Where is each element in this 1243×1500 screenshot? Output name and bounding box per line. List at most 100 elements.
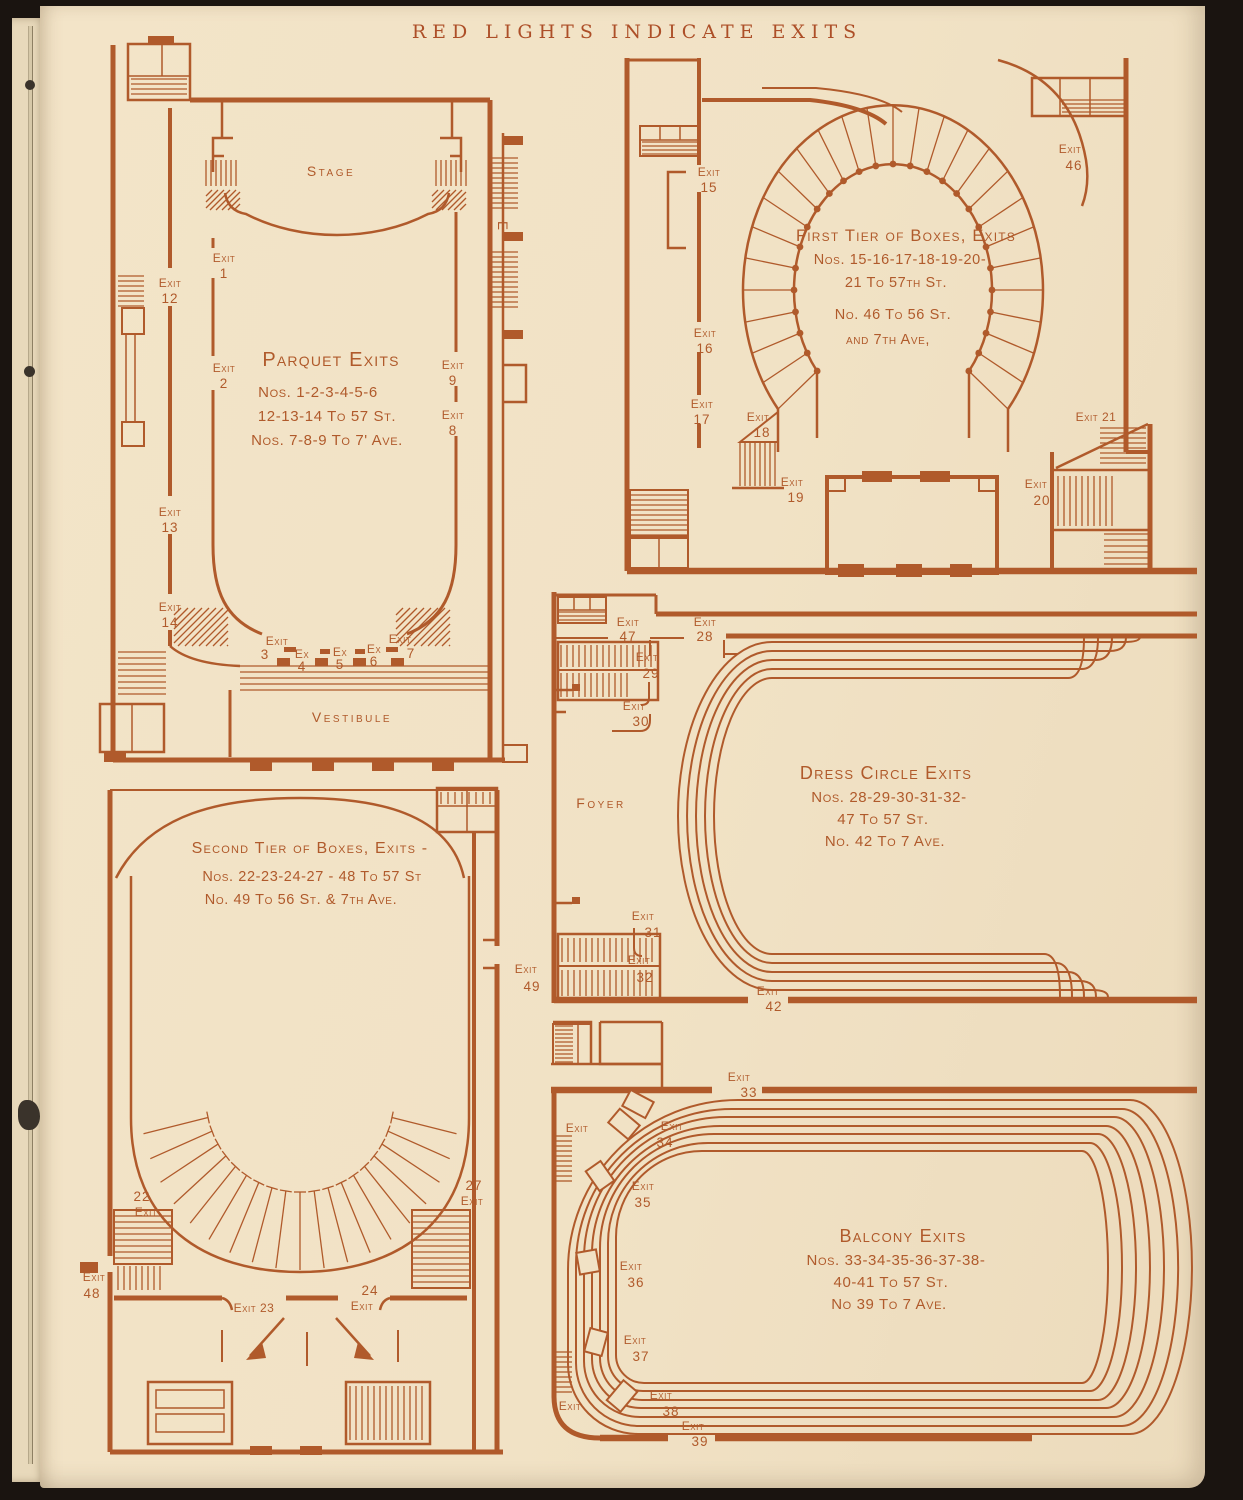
svg-text:24: 24	[361, 1283, 378, 1298]
svg-text:13: 13	[161, 520, 178, 535]
exit-4-label: Ex4	[295, 647, 310, 674]
svg-text:8: 8	[449, 423, 458, 438]
svg-text:Exit: Exit	[650, 1388, 672, 1402]
parquet-heading: Parquet Exits	[262, 349, 399, 371]
exit-36-label: Exit 36	[620, 1259, 644, 1290]
side-exit-label: Exit	[559, 1399, 581, 1413]
svg-text:33: 33	[740, 1085, 757, 1100]
svg-text:Exit: Exit	[617, 615, 639, 629]
svg-text:Exit: Exit	[159, 276, 181, 290]
svg-text:Nos. 33-34-35-36-37-38-: Nos. 33-34-35-36-37-38-	[807, 1252, 986, 1269]
svg-text:Exit 21: Exit 21	[1076, 410, 1117, 424]
exit-32-label: Exit 32	[628, 953, 653, 985]
vestibule-label: Vestibule	[312, 709, 392, 725]
svg-text:31: 31	[644, 925, 661, 940]
binding-knot	[25, 80, 35, 90]
exit-21-label: Exit 21	[1076, 410, 1117, 424]
svg-text:Ex: Ex	[295, 647, 310, 661]
svg-text:No. 42 To 7 Ave.: No. 42 To 7 Ave.	[825, 833, 945, 850]
elevator-label: E	[495, 221, 510, 231]
side-exit-label: Exit	[566, 1121, 588, 1135]
exit-23-label: Exit 23	[234, 1301, 274, 1315]
exit-49-label: Exit 49	[515, 962, 540, 994]
svg-text:18: 18	[753, 425, 770, 440]
svg-text:Exit: Exit	[636, 650, 658, 664]
balcony-heading: Balcony Exits	[840, 1226, 967, 1246]
svg-text:36: 36	[627, 1275, 644, 1290]
svg-text:Exit: Exit	[694, 326, 716, 340]
plan-first-tier-labels: First Tier of Boxes, Exits Nos. 15-16-17…	[691, 142, 1117, 508]
svg-text:6: 6	[370, 654, 379, 669]
svg-text:Exit: Exit	[628, 953, 650, 967]
svg-text:47 To 57 St.: 47 To 57 St.	[837, 811, 928, 828]
svg-text:3: 3	[261, 647, 270, 662]
svg-text:Exit: Exit	[442, 358, 464, 372]
svg-text:38: 38	[662, 1404, 679, 1419]
svg-text:46: 46	[1065, 158, 1082, 173]
svg-text:Exit: Exit	[515, 962, 537, 976]
svg-text:No 39 To 7 Ave.: No 39 To 7 Ave.	[831, 1296, 947, 1313]
svg-text:48: 48	[83, 1286, 100, 1301]
svg-text:Exit: Exit	[1025, 477, 1047, 491]
binding-thread	[29, 26, 32, 1464]
svg-text:16: 16	[696, 341, 713, 356]
svg-text:Nos. 22-23-24-27 - 48 To 57 St: Nos. 22-23-24-27 - 48 To 57 St	[202, 869, 421, 885]
svg-text:No. 46 To 56 St.: No. 46 To 56 St.	[835, 307, 951, 323]
svg-text:1: 1	[220, 266, 229, 281]
plan-balcony	[551, 1020, 1197, 1442]
plan-dress-circle-labels: Dress Circle Exits Nos. 28-29-30-31-32- …	[576, 615, 971, 1014]
svg-text:15: 15	[700, 180, 717, 195]
svg-text:Exit: Exit	[757, 984, 779, 998]
binding-knot	[18, 1100, 40, 1130]
svg-text:Ex: Ex	[333, 645, 348, 659]
svg-text:42: 42	[765, 999, 782, 1014]
svg-text:19: 19	[787, 490, 804, 505]
plan-dress-circle	[551, 592, 1197, 1004]
svg-text:Exit: Exit	[620, 1259, 642, 1273]
svg-text:20: 20	[1033, 493, 1050, 508]
svg-text:Exit: Exit	[159, 505, 181, 519]
svg-text:12: 12	[161, 291, 178, 306]
svg-text:7: 7	[407, 646, 416, 661]
binding-knot	[24, 366, 35, 377]
svg-text:Exit: Exit	[213, 361, 235, 375]
svg-text:37: 37	[632, 1349, 649, 1364]
svg-text:35: 35	[634, 1195, 651, 1210]
plan-parquet	[98, 36, 528, 771]
page-title: RED LIGHTS INDICATE EXITS	[412, 21, 862, 43]
plan-second-tier	[80, 786, 503, 1455]
plan-parquet-labels: Stage Parquet Exits Nos. 1-2-3-4-5-6 12-…	[159, 163, 510, 725]
svg-text:40-41 To 57 St.: 40-41 To 57 St.	[834, 1274, 949, 1291]
exit-6-label: Ex6	[367, 642, 381, 669]
svg-text:29: 29	[642, 666, 659, 681]
svg-text:Exit: Exit	[623, 699, 645, 713]
svg-text:Exit: Exit	[728, 1070, 750, 1084]
svg-text:Exit: Exit	[266, 634, 288, 648]
exit-20-label: Exit 20	[1025, 477, 1050, 508]
svg-text:28: 28	[696, 629, 713, 644]
svg-text:Exit: Exit	[351, 1299, 373, 1313]
svg-text:Exit: Exit	[682, 1419, 704, 1433]
svg-text:49: 49	[523, 979, 540, 994]
svg-text:32: 32	[636, 970, 653, 985]
